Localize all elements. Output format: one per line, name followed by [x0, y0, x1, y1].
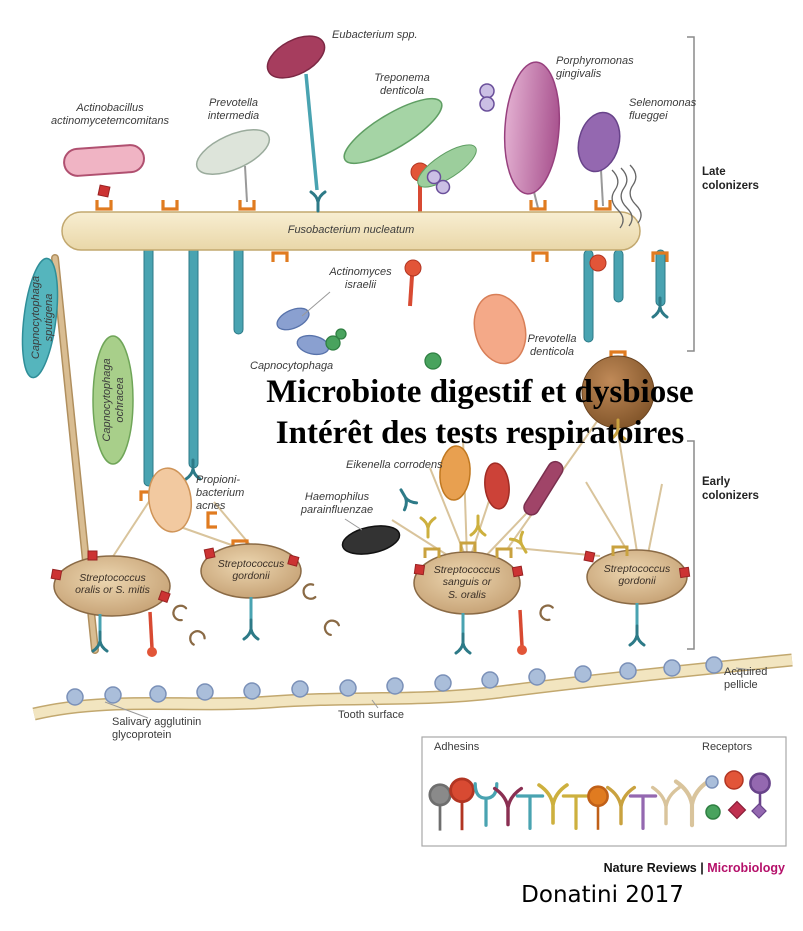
label-prevotella-intermedia: Prevotella intermedia [207, 97, 260, 122]
label-acquired-pellicle: Acquired pellicle [724, 666, 768, 691]
red-rod-shape [484, 462, 510, 510]
red-lollipop-shapes [404, 254, 607, 307]
journal-credit: Nature Reviews | Microbiology [604, 861, 785, 875]
label-capnocytophaga-partial: Capnocytophaga [250, 360, 334, 372]
label-capnocytophaga-ochracea: Capnocytophaga ochracea [101, 358, 126, 442]
legend-receptors-label: Receptors [702, 741, 753, 753]
leader-lines [104, 291, 753, 719]
veillonella-sphere-shape [581, 355, 655, 441]
label-tooth-surface: Tooth surface [338, 709, 405, 721]
capnocytophaga-ochracea-shape [92, 335, 134, 465]
pellicle-glycoprotein-circles [66, 656, 723, 706]
fusobacterium-bar-shape [61, 211, 641, 251]
red-pellicle-stems [147, 609, 527, 657]
propionibacterium-shape [147, 467, 193, 533]
cocci-pair-shapes [426, 83, 495, 195]
journal-prefix: Nature Reviews | [603, 861, 704, 875]
tooth-surface-band [32, 653, 793, 721]
capnocytophaga-sputigena-shape [21, 257, 59, 379]
label-salivary-agglutinin: Salivary agglutinin glycoprotein [112, 716, 202, 741]
label-actinobacillus: Actinobacillus actinomycetemcomitans [51, 102, 169, 127]
label-strep-sanguis: Streptococcus sanguis or S. oralis [433, 564, 501, 601]
label-actinomyces: Actinomyces israelii [329, 266, 392, 291]
label-propionibacterium: Propioni- bacterium acnes [196, 474, 245, 512]
label-selenomonas: Selenomonas flueggei [629, 97, 697, 122]
label-haemophilus: Haemophilus parainfluenzae [300, 491, 374, 516]
label-prevotella-denticola: Prevotella denticola [527, 333, 577, 358]
label-capnocytophaga-sputigena: Capnocytophaga sputigena [30, 275, 55, 360]
label-early-colonizers: Early colonizers [702, 476, 759, 502]
actinomyces-shape [276, 307, 330, 356]
prevotella-intermedia-shape [195, 129, 271, 175]
colonizer-brackets [687, 36, 695, 650]
prevotella-denticola-shape [473, 293, 527, 365]
label-strep-gordonii-left: Streptococcus gordonii [217, 558, 285, 583]
label-eubacterium: Eubacterium spp. [332, 29, 418, 41]
label-eikenella: Eikenella corrodens [346, 459, 443, 471]
strep-pellicle-receptors [91, 618, 646, 655]
label-strep-gordonii-right: Streptococcus gordonii [603, 563, 671, 588]
adhesin-squares [50, 547, 691, 604]
label-fusobacterium: Fusobacterium nucleatum [287, 224, 415, 236]
actinobacillus-shape [63, 144, 145, 198]
green-cocci-shapes [325, 328, 442, 370]
haemophilus-shape [341, 525, 401, 555]
title-line-1: Microbiote digestif et dysbiose [266, 374, 694, 410]
selenomonas-shape [577, 111, 642, 229]
orange-coccus-shape [439, 445, 471, 501]
legend-receptor-glyphs [705, 770, 771, 820]
title-line-2: Intérêt des tests respiratoires [275, 415, 685, 451]
streptococcus-shapes [53, 543, 688, 617]
attribution: Donatini 2017 [521, 882, 684, 908]
label-porphyromonas: Porphyromonas gingivalis [556, 55, 634, 80]
eubacterium-receptor [309, 190, 327, 213]
title-overlay: Microbiote digestif et dysbiose Intérêt … [156, 372, 803, 454]
label-strep-oralis: Streptococcus oralis or S. mitis [75, 572, 150, 597]
treponema-shape [343, 97, 477, 188]
maroon-rod-shape [523, 460, 564, 516]
label-treponema: Treponema denticola [374, 72, 430, 97]
legend-adhesins-label: Adhesins [434, 741, 480, 753]
porphyromonas-shape [503, 61, 561, 195]
label-late-colonizers: Late colonizers [702, 166, 759, 192]
journal-name: Microbiology [707, 861, 785, 875]
eubacterium-shape [266, 35, 326, 79]
